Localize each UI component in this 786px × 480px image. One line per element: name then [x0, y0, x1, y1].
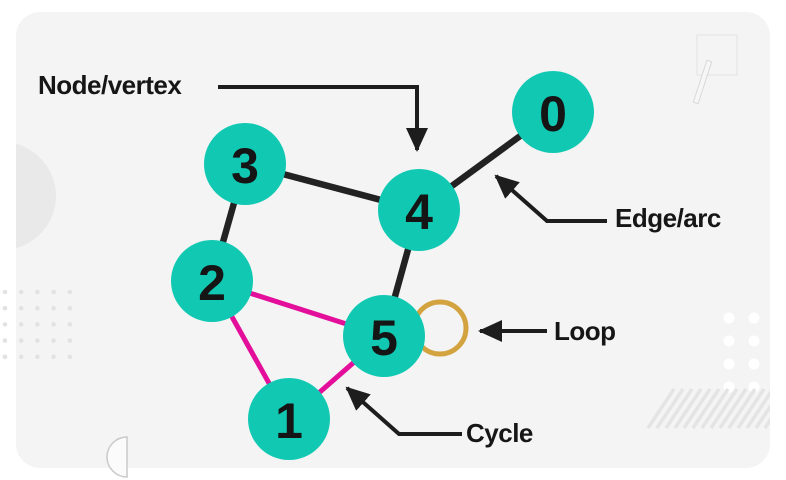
node-number-1: 1 [275, 393, 303, 449]
white-dots-decoration [723, 312, 760, 393]
loop-label: Loop [554, 316, 616, 346]
node-number-4: 4 [405, 184, 433, 240]
node-number-3: 3 [231, 138, 259, 194]
node-circle-1 [248, 378, 330, 460]
annotation-arrows [218, 85, 607, 436]
node-circle-2 [171, 240, 253, 322]
cycle-label: Cycle [466, 418, 533, 448]
node-circle-4 [378, 169, 460, 251]
graph-node-5: 5 [343, 295, 425, 377]
slash-bar-decoration [692, 59, 713, 105]
edge-arc-label: Edge/arc [615, 203, 721, 233]
graph-nodes: 0 3 4 2 5 1 [171, 71, 594, 460]
node-circle-3 [204, 123, 286, 205]
graph-node-3: 3 [204, 123, 286, 205]
decorations [2, 34, 770, 478]
graph-node-4: 4 [378, 169, 460, 251]
half-circle-decoration [106, 436, 128, 478]
graph-node-0: 0 [512, 71, 594, 153]
node-circle-0 [512, 71, 594, 153]
node-vertex-label: Node/vertex [38, 70, 182, 100]
cycle-arrow [345, 386, 462, 436]
gray-circle-decoration [16, 142, 56, 250]
graph-node-1: 1 [248, 378, 330, 460]
stripe-pattern-decoration [646, 388, 770, 429]
dot-grid-decoration [2, 289, 73, 360]
edge-arc-arrow [494, 174, 607, 223]
graph-node-2: 2 [171, 240, 253, 322]
square-outline-decoration [696, 34, 738, 76]
node-number-0: 0 [539, 86, 567, 142]
node-vertex-arrow [218, 85, 428, 152]
node-circle-5 [343, 295, 425, 377]
node-number-2: 2 [198, 255, 226, 311]
node-number-5: 5 [370, 310, 398, 366]
